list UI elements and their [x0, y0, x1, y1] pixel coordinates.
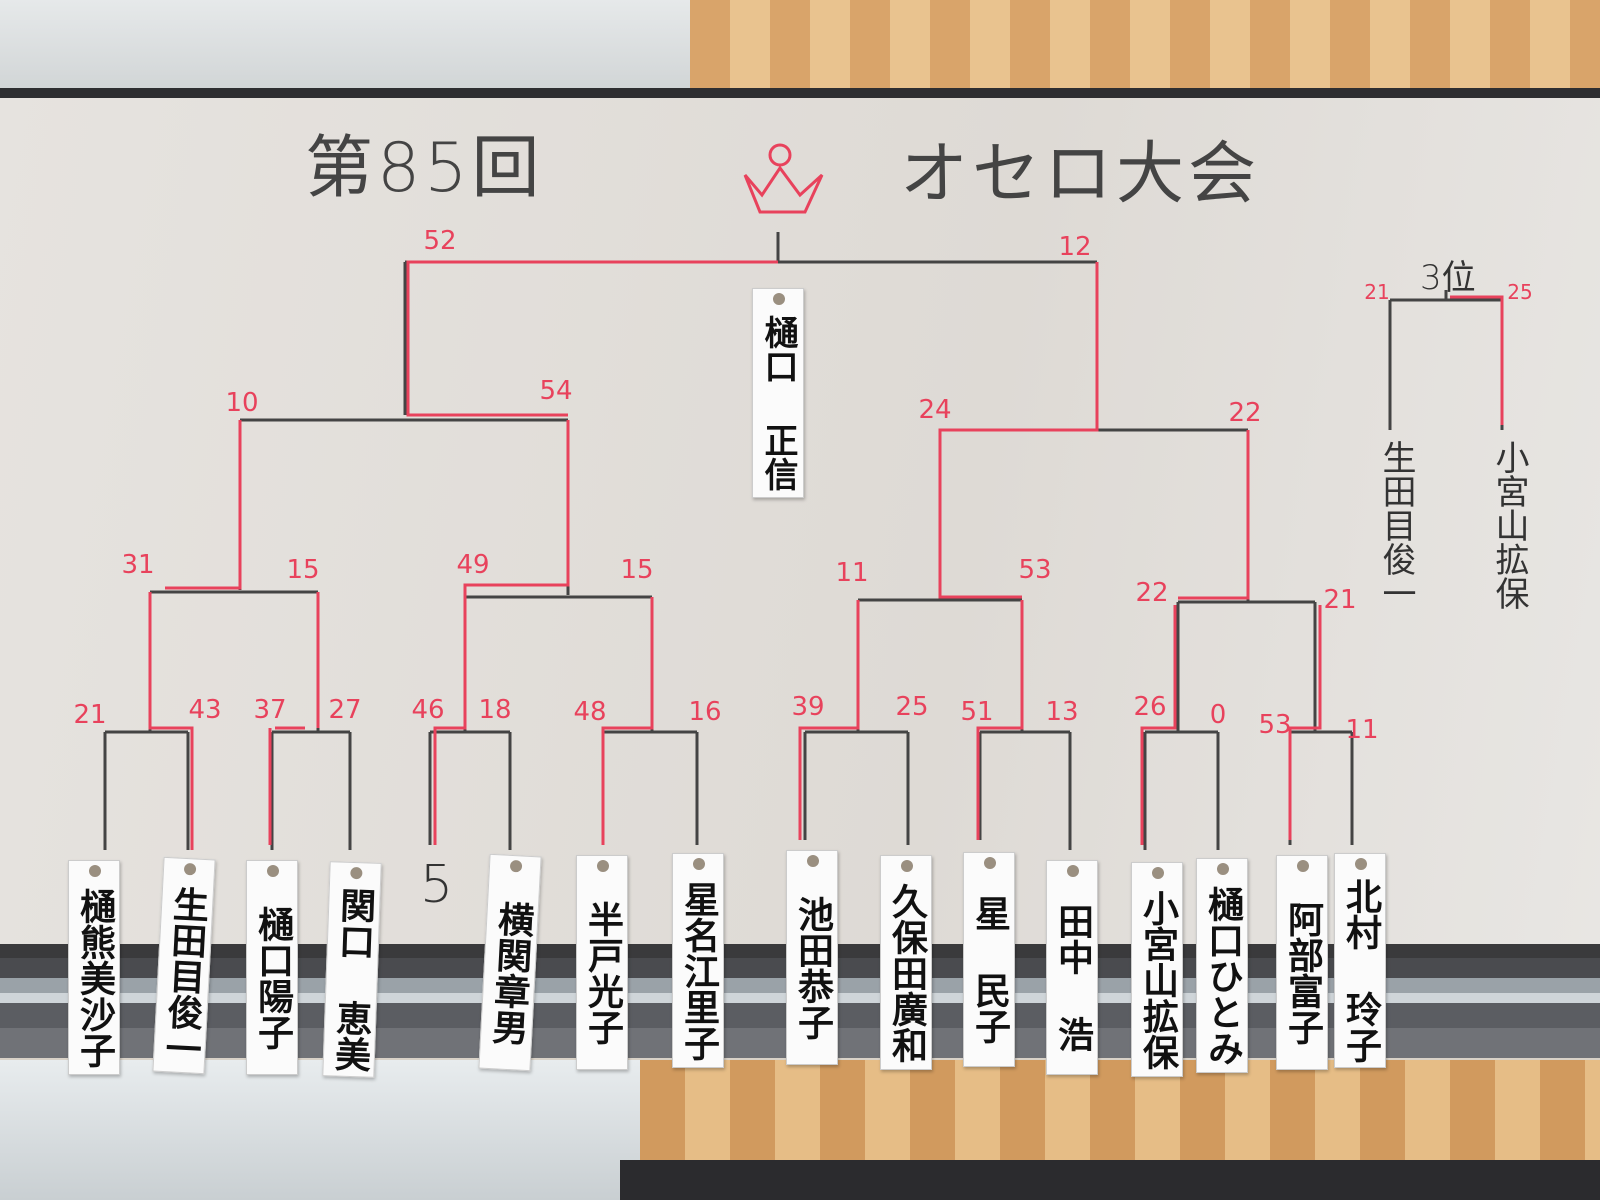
- score-round1: 51: [960, 697, 994, 727]
- score-round1: 21: [73, 700, 107, 730]
- score-round1: 25: [895, 692, 929, 722]
- score-round1: 46: [411, 695, 445, 725]
- score-round1: 0: [1209, 700, 1227, 730]
- score-round1: 11: [1345, 715, 1379, 745]
- score-round1: 48: [573, 697, 607, 727]
- player-tag: 阿部富子: [1276, 855, 1328, 1070]
- score-quarter: 15: [286, 555, 320, 585]
- crown-icon: [743, 143, 824, 214]
- score-quarter: 31: [121, 550, 155, 580]
- player-tag: 北村 玲子: [1334, 853, 1386, 1068]
- champion-name-tag: 樋口 正信: [752, 288, 804, 498]
- player-tag: 久保田廣和: [880, 855, 932, 1070]
- player-tag: 樋口ひとみ: [1196, 858, 1248, 1073]
- score-semi: 24: [918, 395, 952, 425]
- score-round1: 39: [791, 692, 825, 722]
- score-round1: 16: [688, 697, 722, 727]
- player-tag: 関口 恵美: [322, 861, 382, 1078]
- score-quarter: 11: [835, 558, 869, 588]
- score-final-right: 12: [1058, 232, 1092, 262]
- score-final-left: 52: [423, 226, 457, 256]
- score-round1: 18: [478, 695, 512, 725]
- score-semi: 10: [225, 388, 259, 418]
- player-tag: 田中 浩: [1046, 860, 1098, 1075]
- bracket-winner-paths: [148, 260, 1504, 850]
- score-round1: 26: [1133, 692, 1167, 722]
- player-tag: 半戸光子: [576, 855, 628, 1070]
- score-third-left: 21: [1364, 280, 1390, 304]
- score-round1: 43: [188, 695, 222, 725]
- player-tag: 樋口陽子: [246, 860, 298, 1075]
- score-quarter: 15: [620, 555, 654, 585]
- score-third-right: 25: [1507, 280, 1533, 304]
- score-round1: 37: [253, 695, 287, 725]
- player-tag: 星名江里子: [672, 853, 724, 1068]
- score-round1: 53: [1258, 710, 1292, 740]
- score-semi: 22: [1228, 398, 1262, 428]
- desk: [620, 1160, 1600, 1200]
- third-place-right-name: 小宮山拡保: [1489, 440, 1529, 610]
- third-place-left-name: 生田目俊一: [1376, 440, 1416, 610]
- score-round1: 27: [328, 695, 362, 725]
- window-background-bottom: [0, 1060, 640, 1200]
- third-place-label: 3位: [1420, 258, 1476, 298]
- window-background: [0, 0, 690, 100]
- title-edition: 第85回: [305, 129, 544, 208]
- score-quarter: 22: [1135, 578, 1169, 608]
- bye-mark: 5: [420, 855, 454, 915]
- player-tag: 星 民子: [963, 852, 1015, 1067]
- score-quarter: 49: [456, 550, 490, 580]
- player-tag: 樋熊美沙子: [68, 860, 120, 1075]
- player-tag: 池田恭子: [786, 850, 838, 1065]
- score-quarter: 21: [1323, 585, 1357, 615]
- player-tag: 小宮山拡保: [1131, 862, 1183, 1077]
- title-event: オセロ大会: [900, 135, 1261, 214]
- score-quarter: 53: [1018, 555, 1052, 585]
- score-semi: 54: [539, 376, 573, 406]
- score-round1: 13: [1045, 697, 1079, 727]
